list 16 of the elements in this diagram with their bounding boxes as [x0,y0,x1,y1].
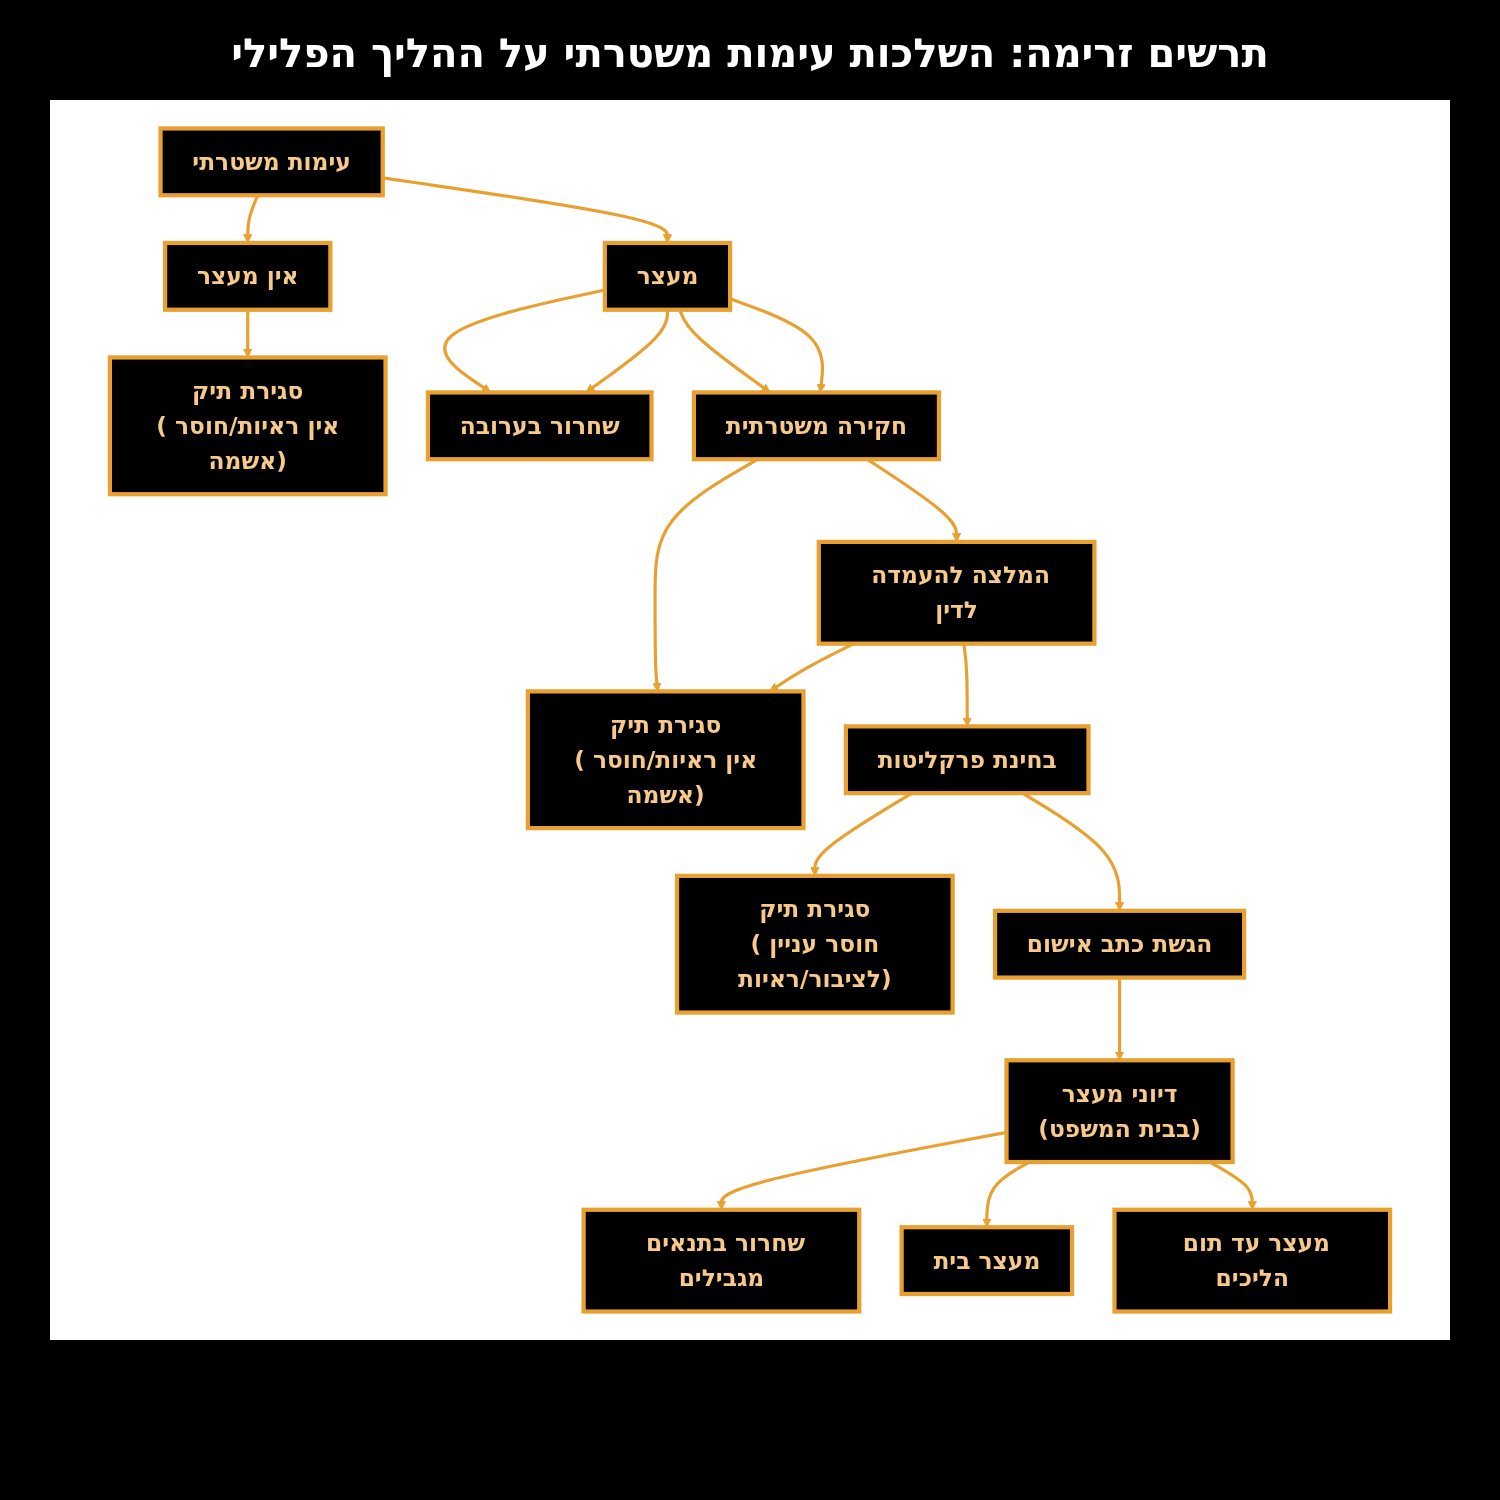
diagram-title: תרשים זרימה: השלכות עימות משטרתי על ההליך הפלילי [230,30,1270,76]
node-box: מעצר [602,240,733,312]
node-box: דיוני מעצר (בבית המשפט) [1004,1058,1235,1165]
node-box: המלצה להעמדה לדין [816,539,1097,646]
node-box: שחרור בתנאים מגבילים [581,1207,862,1314]
node-box: מעצר בית [899,1225,1075,1297]
node-box: סגירת תיק (אין ראיות/חוסר אשמה) [107,355,388,497]
node-box: עימות משטרתי [158,126,385,198]
node-box: מעצר עד תום הליכים [1112,1207,1393,1314]
node-box: סגירת תיק (אין ראיות/חוסר אשמה) [525,689,806,831]
node-box: חקירה משטרתית [691,390,942,462]
node-box: הגשת כתב אישום [992,908,1247,980]
node-box: אין מעצר [163,240,333,312]
node-box: בחינת פרקליטות [843,724,1091,796]
node-box: שחרור בערובה [425,390,654,462]
node-box: סגירת תיק (חוסר עניין לציבור/ראיות) [674,873,955,1015]
